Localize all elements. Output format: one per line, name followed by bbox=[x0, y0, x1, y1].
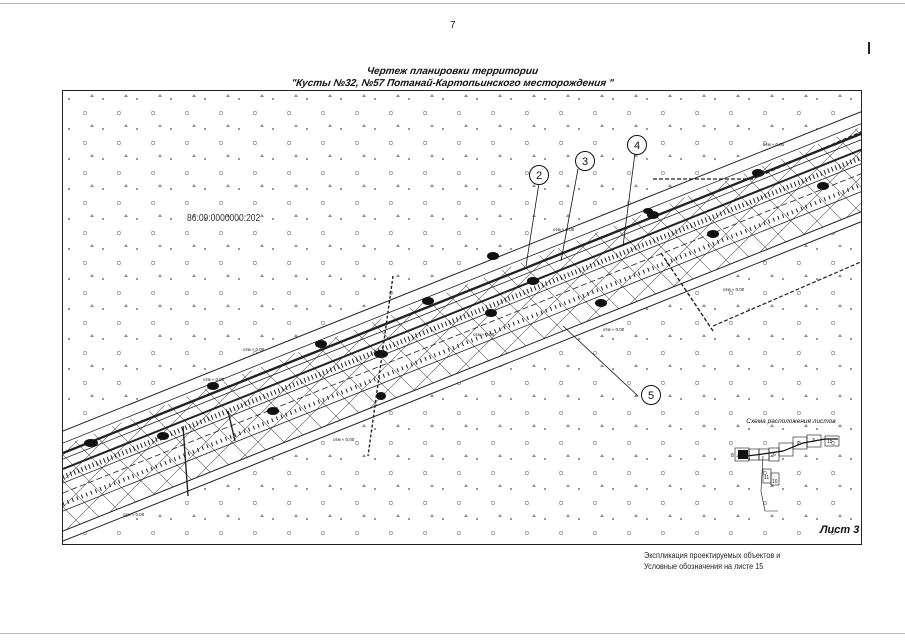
scheme-label-0: 8 bbox=[731, 453, 734, 459]
feature-nodes bbox=[84, 169, 829, 447]
scheme-label-5: 11 bbox=[764, 475, 769, 481]
drawing-title: Чертеж планировки территории bbox=[366, 66, 539, 77]
scheme-current-sheet bbox=[738, 450, 748, 459]
dashed-boundary-2 bbox=[712, 261, 861, 327]
drawing-subtitle: "Кусты №32, №57 Потанай-Картопьинского м… bbox=[290, 78, 615, 89]
svg-text:отм ≈ 0.00: отм ≈ 0.00 bbox=[473, 332, 495, 337]
svg-text:отм ≈ 0.00: отм ≈ 0.00 bbox=[243, 347, 265, 352]
scheme-label-3: 3 bbox=[812, 438, 815, 444]
slope-ticks-2 bbox=[63, 182, 861, 506]
page-bottom-edge bbox=[0, 633, 905, 634]
svg-text:отм ≈ 0.00: отм ≈ 0.00 bbox=[723, 287, 745, 292]
callout-2: 2 bbox=[529, 165, 549, 185]
scheme-label-1: 6 bbox=[773, 452, 776, 458]
svg-text:отм ≈ 0.00: отм ≈ 0.00 bbox=[333, 437, 355, 442]
callout-leaders bbox=[525, 152, 639, 397]
sheet-label: Лист 3 bbox=[820, 524, 860, 536]
drawing-frame: отм ≈ 0.00 отм ≈ 0.00 отм ≈ 0.00 отм ≈ 0… bbox=[62, 90, 862, 545]
scheme-label-6: 10 bbox=[772, 479, 778, 485]
page-top-edge bbox=[0, 3, 905, 4]
cad-plan: отм ≈ 0.00 отм ≈ 0.00 отм ≈ 0.00 отм ≈ 0… bbox=[63, 91, 861, 544]
cadastral-number: 86:09:0000000:202 bbox=[187, 213, 261, 224]
sheet-scheme bbox=[734, 434, 840, 512]
legend-note-line1: Экспликация проектируемых объектов и bbox=[644, 550, 781, 560]
callout-4: 4 bbox=[627, 135, 647, 155]
elevation-labels: отм ≈ 0.00 отм ≈ 0.00 отм ≈ 0.00 отм ≈ 0… bbox=[123, 142, 785, 517]
callout-3: 3 bbox=[575, 151, 595, 171]
crossing-lines bbox=[182, 252, 714, 497]
sheet-scheme-title: Схема расположения листов bbox=[746, 418, 836, 425]
callout-5: 5 bbox=[641, 385, 661, 405]
dashed-boundary bbox=[653, 131, 861, 180]
scheme-label-2: 2 bbox=[797, 441, 800, 447]
svg-text:отм ≈ 0.00: отм ≈ 0.00 bbox=[763, 142, 785, 147]
svg-text:отм ≈ 0.00: отм ≈ 0.00 bbox=[203, 377, 225, 382]
scheme-numbers: 8 6 2 3 15 11 10 bbox=[731, 438, 833, 485]
page-number: 7 bbox=[450, 20, 456, 31]
svg-text:отм ≈ 0.00: отм ≈ 0.00 bbox=[123, 512, 145, 517]
corridor-lines bbox=[63, 111, 861, 542]
legend-note-line2: Условные обозначения на листе 15 bbox=[644, 561, 764, 571]
svg-text:отм ≈ 0.00: отм ≈ 0.00 bbox=[553, 227, 575, 232]
svg-text:отм ≈ 0.00: отм ≈ 0.00 bbox=[603, 327, 625, 332]
scheme-label-4: 15 bbox=[827, 439, 833, 445]
hatched-zone bbox=[63, 126, 861, 531]
legend-note: Экспликация проектируемых объектов и Усл… bbox=[644, 550, 780, 572]
margin-mark bbox=[868, 42, 870, 54]
